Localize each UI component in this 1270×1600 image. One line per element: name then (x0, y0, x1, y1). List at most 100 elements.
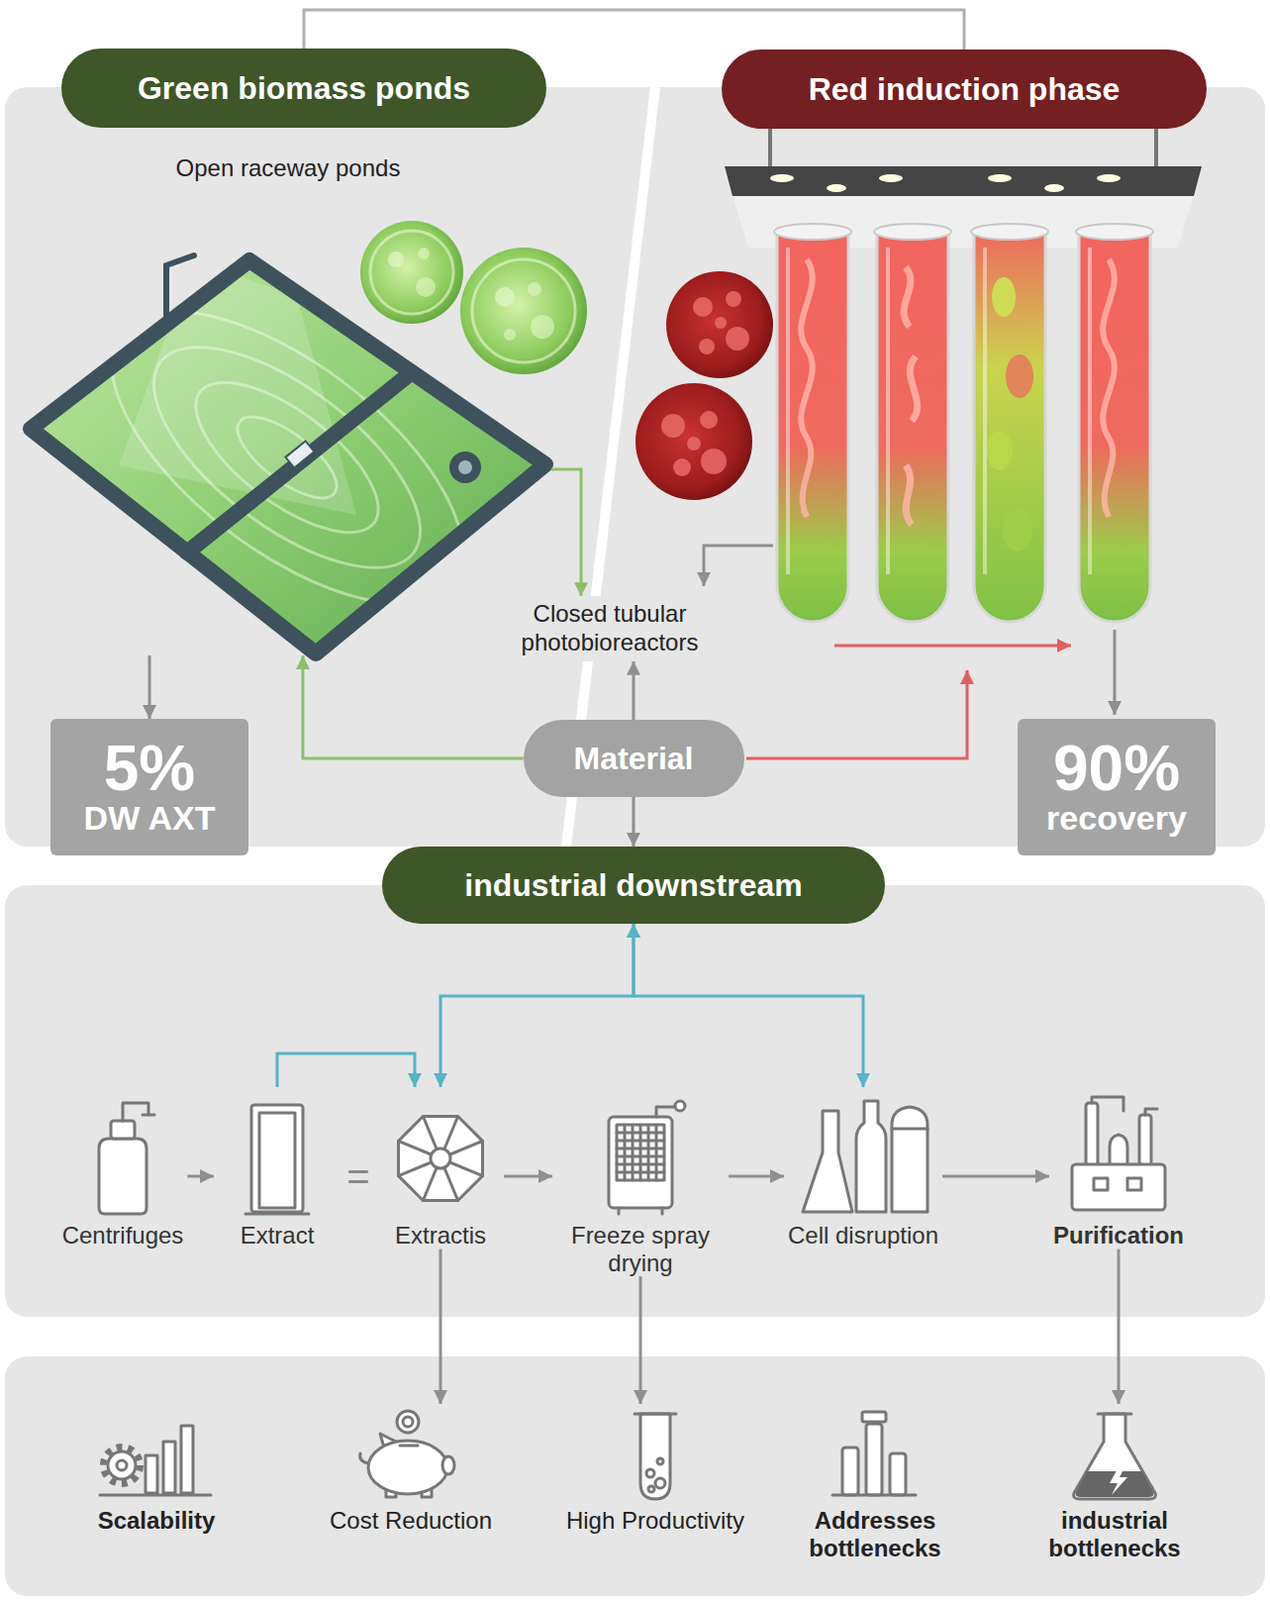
glass-highlight (785, 247, 790, 575)
cell-spot (714, 316, 727, 329)
disruption-icon (802, 1100, 928, 1212)
gear-teeth (103, 1447, 140, 1483)
paddle-wheel (449, 451, 482, 484)
bar (181, 1425, 194, 1493)
cell-ring (472, 259, 576, 363)
icon-frame (251, 1104, 303, 1212)
flow-arrow (439, 1249, 443, 1404)
branch-arrow (277, 1053, 415, 1087)
icon-dial (675, 1100, 685, 1111)
baseline (99, 1493, 211, 1497)
grey-flow-arrow (1113, 629, 1117, 715)
stat-box: 5%DW AXT (50, 718, 249, 856)
extract-icon (245, 1104, 309, 1214)
step-label: Cell disruption (787, 1221, 939, 1250)
lamp-hanger (1154, 127, 1159, 167)
cell-spot (699, 410, 718, 429)
baseline (832, 1493, 916, 1497)
stat-text: recovery (1046, 799, 1187, 837)
icon-spokes (398, 1116, 484, 1201)
stat-text: 5% (103, 736, 196, 800)
extractor-icon (398, 1116, 484, 1201)
red-flow-arrow (746, 670, 968, 759)
step-label: Extract (240, 1221, 315, 1250)
benefit-label: Cost Reduction (329, 1506, 492, 1535)
branch-arrow (633, 923, 864, 1087)
flow-arrow (942, 1174, 1050, 1178)
icon-jar-line (891, 1127, 928, 1131)
lamp-hanger (768, 127, 773, 167)
vial (842, 1447, 859, 1495)
branch-arrow (440, 923, 634, 1087)
flask-lip (1097, 1412, 1132, 1416)
gear-hub (116, 1460, 127, 1470)
cell-spot (686, 436, 701, 451)
benefit-label: industrial bottlenecks (1030, 1506, 1199, 1562)
benefit-item: High Productivity (562, 1403, 749, 1535)
bar (145, 1455, 158, 1493)
tube (877, 231, 949, 622)
bubble (646, 1468, 655, 1477)
header-text: Red induction phase (808, 71, 1121, 108)
lamp-post (166, 255, 195, 315)
flow-arrow (187, 1174, 214, 1178)
header-text: Green biomass ponds (137, 70, 471, 107)
cell-spot (417, 247, 430, 260)
flask-icon (1074, 1413, 1157, 1499)
icon-column (1139, 1114, 1152, 1167)
icon-grid-lines (616, 1124, 665, 1180)
flow-arrow (148, 655, 152, 719)
culture-blob (1002, 507, 1033, 552)
cell-spot (494, 287, 515, 307)
icon-base-box (1072, 1164, 1166, 1210)
bubble (657, 1458, 664, 1465)
centrifuge-icon (98, 1102, 155, 1214)
reactor-label: Closed tubular photobioreactors (490, 595, 729, 662)
flow-arrow (302, 655, 524, 759)
glass-highlight (982, 247, 987, 575)
process-step: Centrifuges (58, 1086, 189, 1250)
step-label: Centrifuges (62, 1221, 185, 1250)
bracket-line (303, 9, 965, 50)
lamp-light (879, 174, 903, 183)
green-cell (360, 220, 464, 324)
tube-lip (634, 1412, 677, 1416)
icon-jar (891, 1106, 928, 1212)
lightning (1109, 1465, 1128, 1495)
bubble (648, 1485, 655, 1492)
cell-spot (661, 413, 685, 438)
benefit-item: industrial bottlenecks (1026, 1403, 1203, 1562)
flow-arrow (503, 1174, 553, 1178)
flow-arrow (1116, 1249, 1120, 1404)
lamp-light (826, 184, 847, 193)
glass-highlight (1087, 247, 1092, 575)
piggy-bank-icon (360, 1410, 455, 1497)
process-step: Freeze spray drying (552, 1086, 729, 1276)
cell-ring (370, 230, 454, 314)
benefit-label: High Productivity (566, 1506, 745, 1535)
swirl (64, 257, 510, 659)
process-step: Extractis (377, 1086, 504, 1250)
vial-cap (862, 1411, 886, 1422)
section-header: Red induction phase (721, 49, 1207, 129)
tube (974, 231, 1046, 622)
process-step: Extract (213, 1086, 341, 1250)
icon-tap (122, 1102, 155, 1121)
flow-arrow (728, 1174, 784, 1178)
pill-text: Material (574, 740, 694, 778)
lamp-light (1096, 174, 1121, 183)
cell-spot (725, 291, 742, 307)
stat-box: 90%recovery (1017, 718, 1216, 856)
wall-fitting (285, 440, 314, 468)
icon-grid (616, 1124, 665, 1180)
benefit-label: Addresses bottlenecks (795, 1506, 955, 1562)
culture-blob (986, 430, 1013, 471)
step-label: Purification (1053, 1221, 1184, 1250)
equals-sign: = (346, 1156, 370, 1196)
vial-rack-icon (832, 1411, 916, 1495)
process-step: Cell disruption (783, 1086, 943, 1250)
coin (396, 1410, 419, 1433)
icon-neck (110, 1120, 135, 1139)
benefit-panel (4, 1356, 1266, 1596)
benefit-item: Cost Reduction (325, 1403, 496, 1535)
